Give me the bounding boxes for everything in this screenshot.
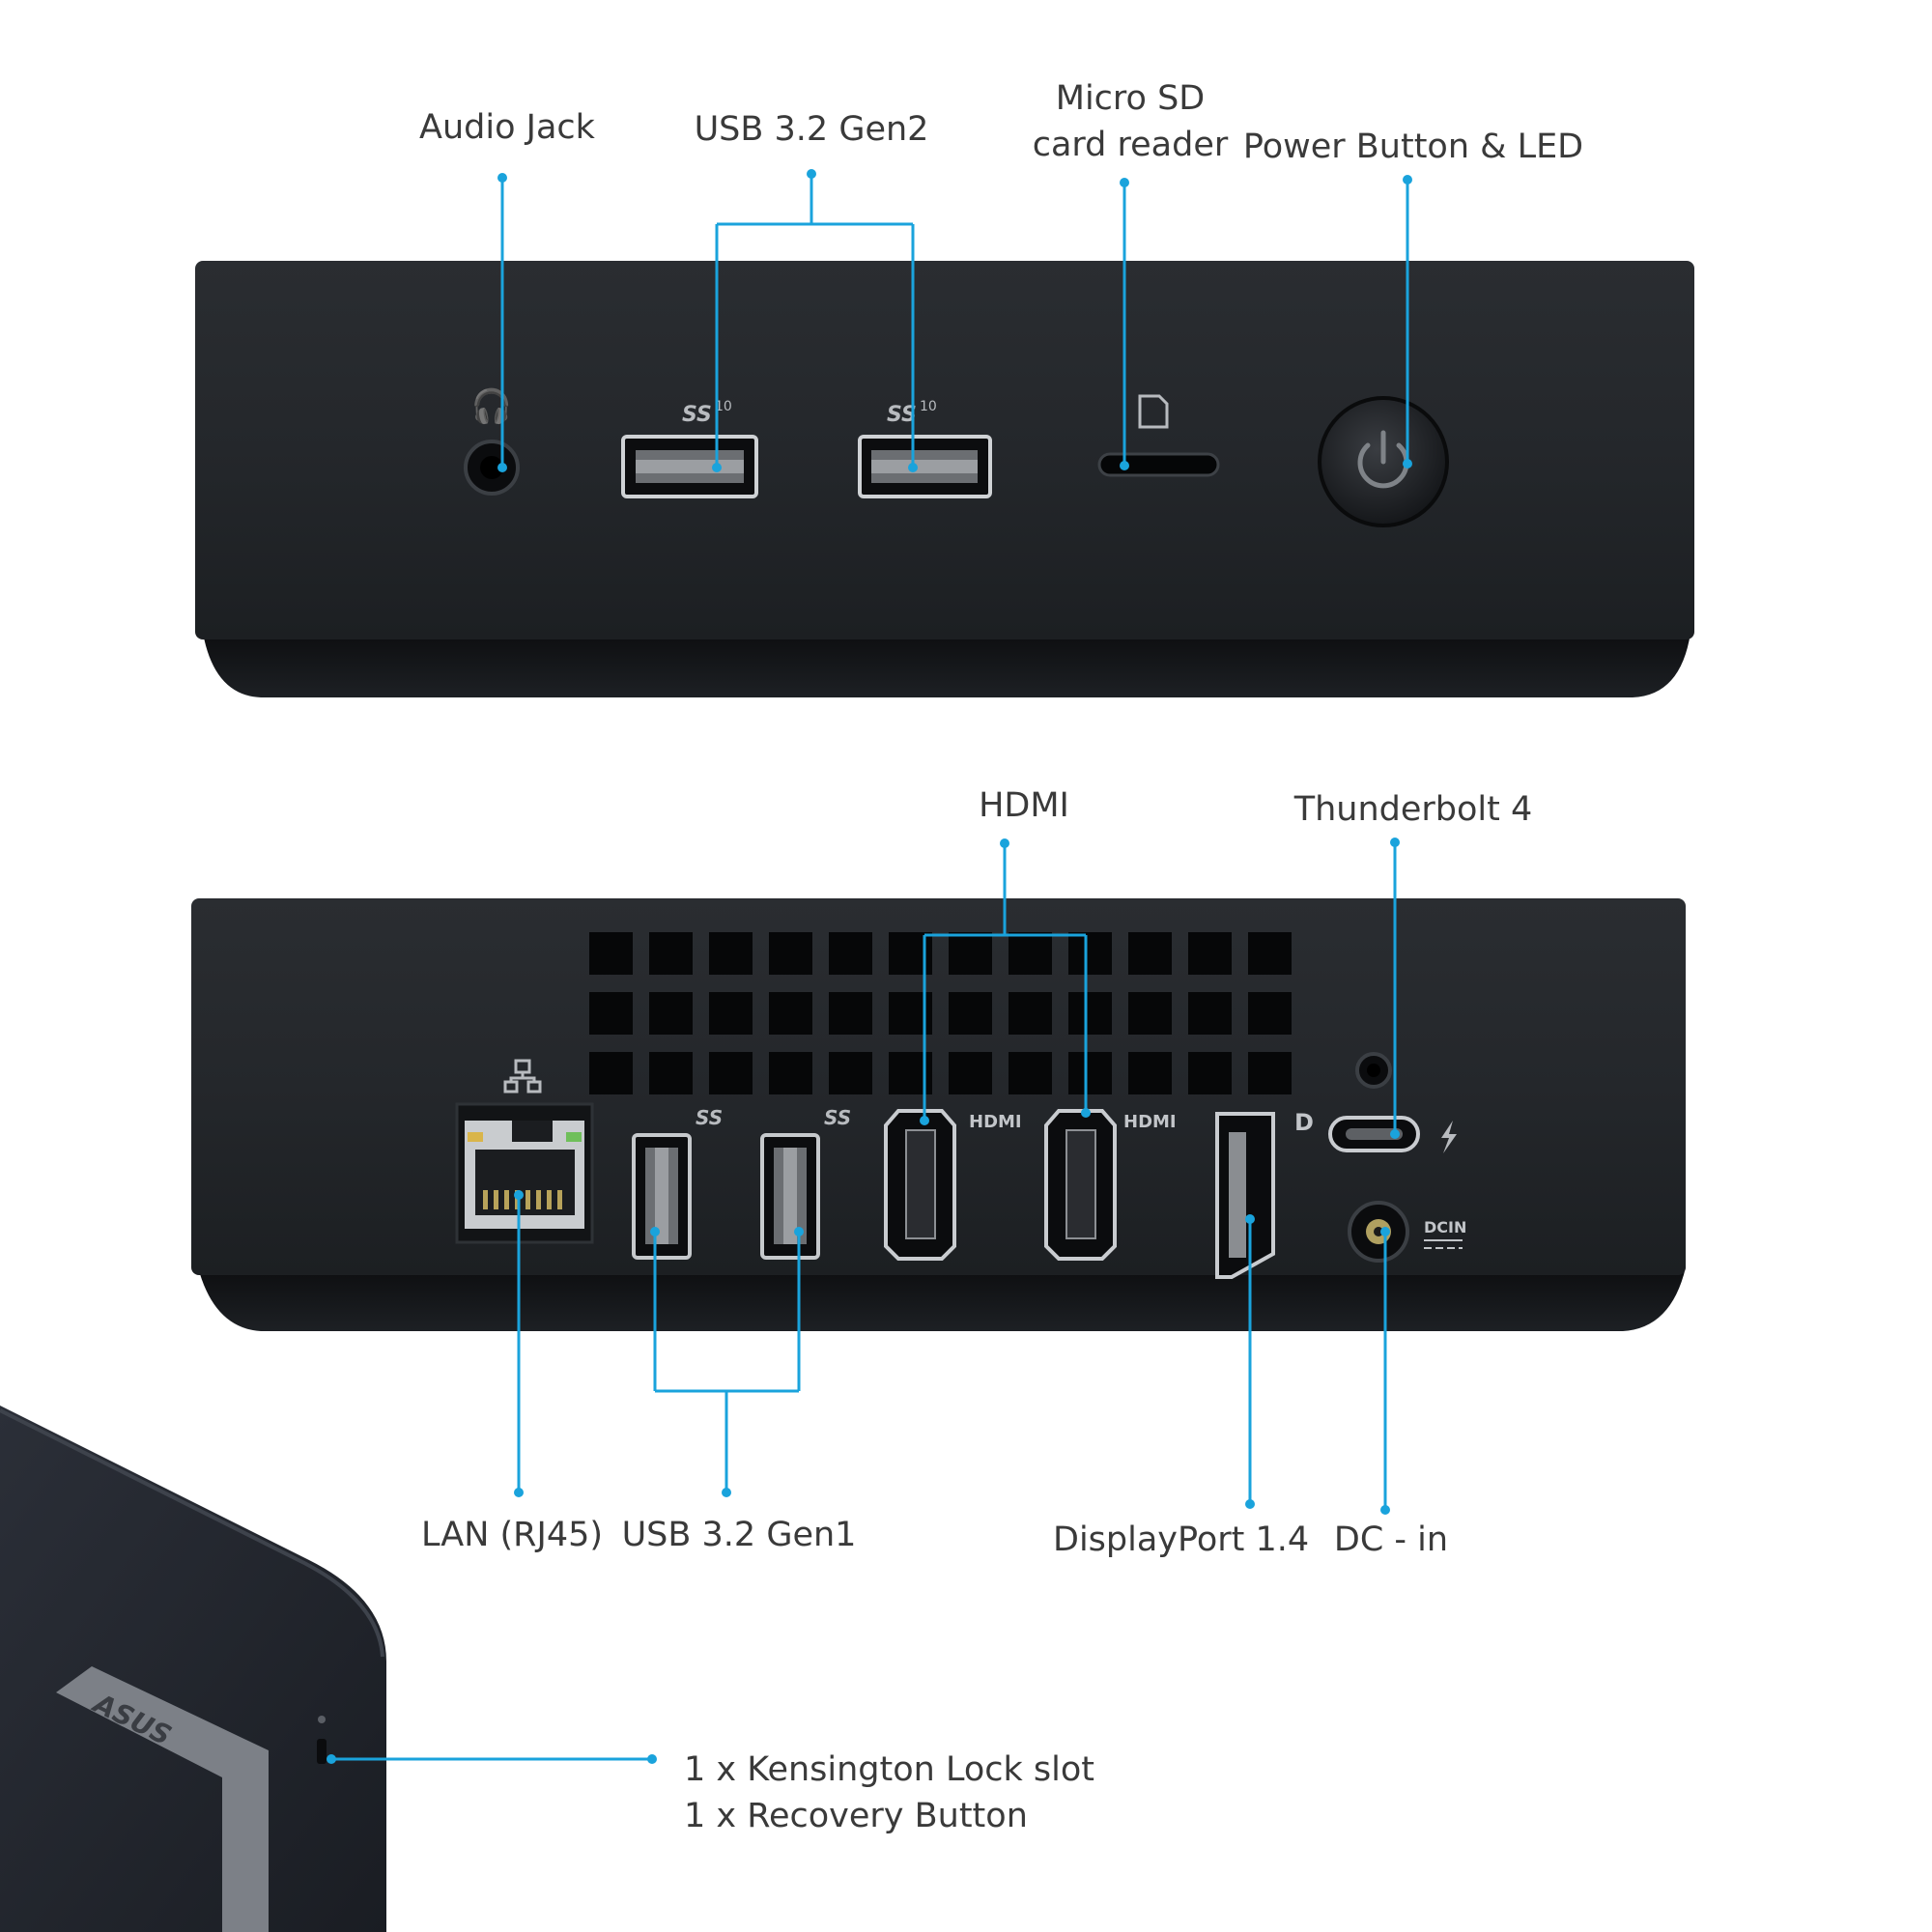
vent-slot [829,1052,872,1094]
microsd-slot [1097,394,1220,477]
vent-slot [1009,1052,1052,1094]
vent-slot [709,1052,753,1094]
vent-slot [1128,1052,1172,1094]
dcin-mark: DCIN [1424,1218,1466,1236]
side-body [0,1406,386,1932]
usb-ss-logo: SS [696,1106,723,1129]
label-displayport: DisplayPort 1.4 [1053,1520,1310,1559]
front-base-shadow [203,633,1690,697]
lan-pin [526,1190,530,1209]
vent-slot [1009,992,1052,1035]
vent-slot [589,932,633,975]
vent-slot [1248,1052,1292,1094]
power-button [1318,396,1449,527]
label-audio-jack: Audio Jack [419,108,595,147]
callout-dots [327,169,1412,1764]
vent-slot [1188,932,1232,975]
displayport-icon: D [1294,1109,1314,1136]
usb-ss-logo: SS [824,1106,851,1129]
vent-slot [589,992,633,1035]
vent-slot [769,1052,812,1094]
usb-gen1-port-2: SS [760,1106,851,1260]
rear-base-shadow [198,1267,1686,1331]
audio-jack-port: 🎧 [464,387,520,496]
vent-slot [649,1052,693,1094]
vent-slot [949,992,992,1035]
label-hdmi: HDMI [979,786,1069,825]
vent-slot [1248,992,1292,1035]
usb-gen1-port-1: SS [632,1106,723,1260]
vent-slot [769,992,812,1035]
vent-grille [589,932,1292,1094]
vent-slot [1068,1052,1112,1094]
label-recovery: 1 x Recovery Button [684,1797,1028,1835]
label-dc-in: DC - in [1333,1520,1449,1559]
vent-slot [1068,992,1112,1035]
hdmi-mark: HDMI [969,1112,1022,1132]
lan-pin [557,1190,562,1209]
label-usb-gen1: USB 3.2 Gen1 [621,1516,857,1554]
thunderbolt-icon [1441,1121,1457,1153]
lan-port [455,1059,594,1244]
usb-ss-logo: SS [682,403,712,427]
vent-slot [829,992,872,1035]
front-panel: 🎧 SS 10 SS 10 [195,261,1694,697]
displayport-port: D [1215,1109,1314,1279]
vent-slot [769,932,812,975]
callout-usb-gen2 [715,174,915,468]
vent-slot [589,1052,633,1094]
vent-slot [649,992,693,1035]
network-icon [503,1059,542,1094]
asus-logo-strip [56,1666,269,1932]
vent-slot [1188,992,1232,1035]
vent-slot [1009,932,1052,975]
lan-pin [536,1190,541,1209]
label-kensington: 1 x Kensington Lock slot [684,1750,1094,1789]
vent-slot [709,932,753,975]
usb-10-mark: 10 [715,399,732,414]
vent-slot [709,992,753,1035]
usb-10-mark: 10 [920,399,937,414]
hdmi-port-1: HDMI [884,1109,1022,1261]
vent-slot [829,932,872,975]
side-view: ASUS [0,1406,386,1932]
label-usb-gen2: USB 3.2 Gen2 [694,110,929,149]
usb-gen2-port-1: SS 10 [621,399,758,498]
label-thunderbolt: Thunderbolt 4 [1293,790,1533,829]
kensington-lock-slot [317,1716,327,1764]
vent-slot [1188,1052,1232,1094]
lan-pin [547,1190,552,1209]
label-microsd-line1: Micro SD [1055,79,1206,118]
vent-slot [1128,992,1172,1035]
callout-lines [331,174,1409,1761]
callout-usb-gen1 [653,1232,801,1492]
callout-hdmi [923,843,1088,1121]
hdmi-port-2: HDMI [1044,1109,1177,1261]
lan-pin [483,1190,488,1209]
vent-slot [949,1052,992,1094]
vent-slot [649,932,693,975]
rear-audio-jack [1355,1052,1392,1089]
lan-pin [504,1190,509,1209]
rear-panel: SS SS HDMI HDMI D [191,898,1686,1331]
hdmi-mark: HDMI [1123,1112,1177,1132]
lan-pin [494,1190,498,1209]
vent-slot [1248,932,1292,975]
sd-card-icon [1138,394,1169,429]
label-power-button: Power Button & LED [1242,128,1584,166]
label-microsd-line2: card reader [1032,126,1229,164]
vent-slot [1128,932,1172,975]
label-lan: LAN (RJ45) [420,1516,604,1554]
headset-icon: 🎧 [471,387,512,426]
vent-slot [1068,932,1112,975]
vent-slot [949,932,992,975]
dc-in-port: DCIN [1348,1201,1466,1263]
